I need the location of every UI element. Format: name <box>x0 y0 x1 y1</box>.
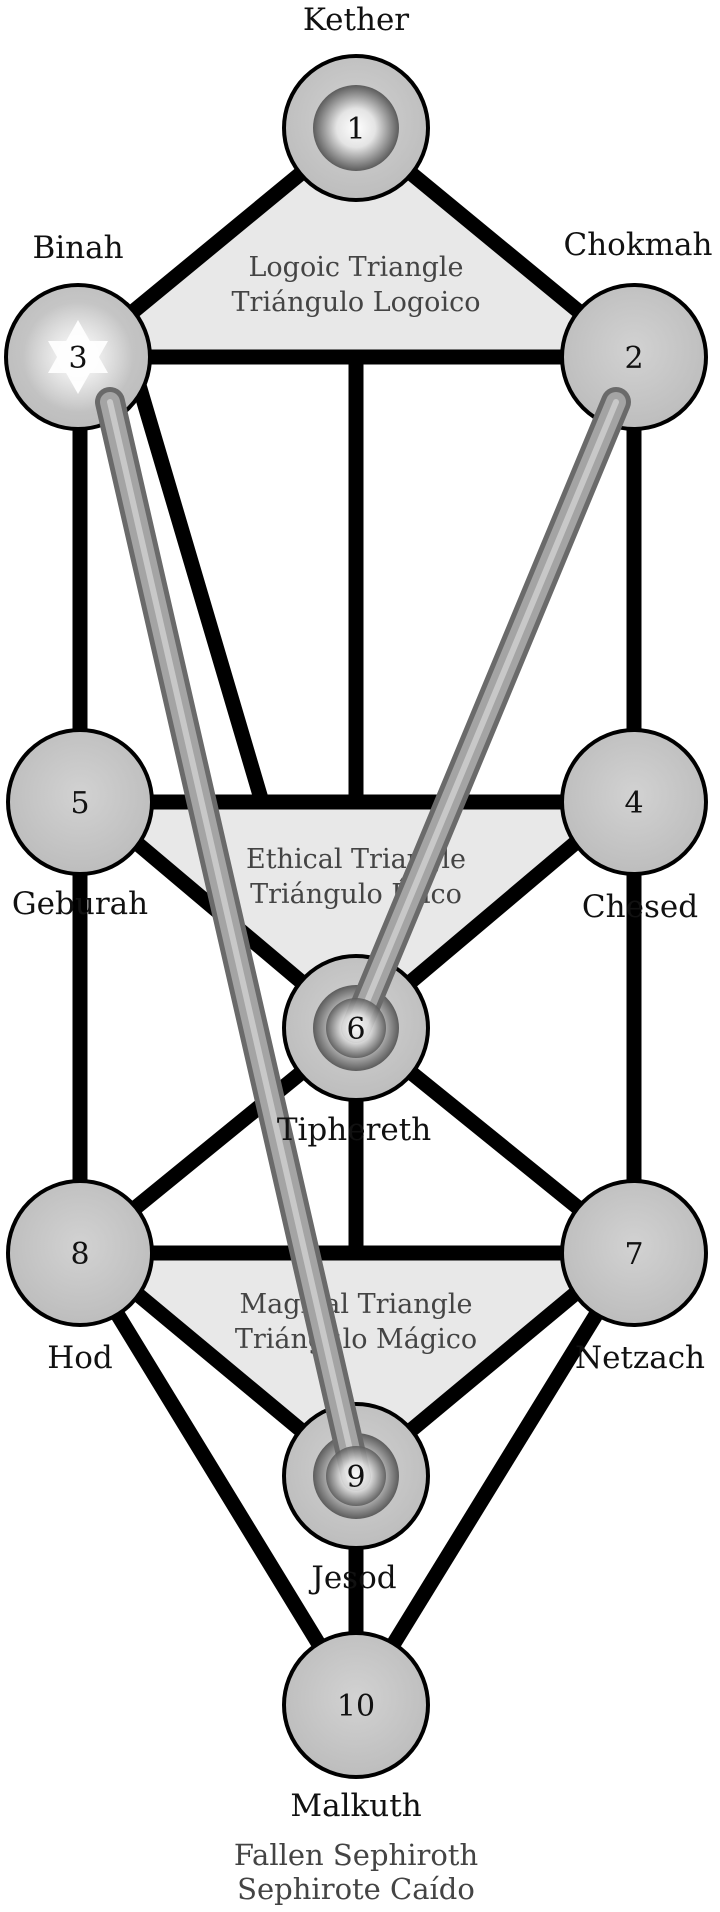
sphere-2 <box>560 283 708 431</box>
sphere-number-6: 6 <box>346 1012 365 1047</box>
label-kether: Kether <box>303 2 409 38</box>
label-netzach: Netzach <box>575 1340 705 1376</box>
footer-title-en: Fallen Sephiroth <box>234 1838 478 1872</box>
magical-triangle <box>80 1253 612 1476</box>
sphere-numbers: 1 2 3 4 5 6 7 8 9 10 <box>68 112 643 1724</box>
label-malkuth: Malkuth <box>290 1788 421 1824</box>
path-7-10 <box>349 1249 641 1709</box>
magical-triangle-label-es: Triángulo Mágico <box>235 1324 477 1355</box>
label-chokmah: Chokmah <box>564 227 713 263</box>
sphere-10 <box>282 1631 430 1779</box>
fallen-bar-3-9-shine <box>107 399 359 1479</box>
fallen-bar-2-6-shine <box>353 399 619 1031</box>
sphere-number-9: 9 <box>346 1460 365 1495</box>
sphere-number-3: 3 <box>68 341 87 376</box>
magical-triangle-label-en: Magical Triangle <box>239 1289 472 1320</box>
label-hod: Hod <box>47 1340 113 1376</box>
sphere-number-2: 2 <box>624 341 643 376</box>
logoic-triangle <box>67 128 634 357</box>
label-binah: Binah <box>32 230 123 266</box>
sephiroth-names: Kether Chokmah Binah Chesed Geburah Tiph… <box>12 2 713 1824</box>
sphere-8 <box>6 1179 154 1327</box>
fallen-sephiroth-bars <box>95 387 631 1491</box>
label-geburah: Geburah <box>12 886 148 922</box>
label-jesod: Jesod <box>308 1560 396 1596</box>
sphere-number-5: 5 <box>70 786 89 821</box>
sphere-9-hole-overlay <box>326 1446 386 1506</box>
sphere-4 <box>560 728 708 876</box>
sphere-6-hole-overlay <box>326 998 386 1058</box>
label-tiphereth: Tiphereth <box>277 1112 431 1148</box>
sphere-number-1: 1 <box>346 112 365 147</box>
logoic-triangle-label-en: Logoic Triangle <box>249 252 464 283</box>
sphere-number-10: 10 <box>337 1689 375 1724</box>
sphere-7 <box>560 1179 708 1327</box>
sphere-number-8: 8 <box>70 1237 89 1272</box>
path-8-10 <box>73 1249 363 1709</box>
path-3-6 <box>128 372 270 805</box>
footer-title-es: Sephirote Caído <box>237 1872 475 1906</box>
sphere-5 <box>6 728 154 876</box>
hexagram-icon <box>48 320 108 394</box>
logoic-triangle-label-es: Triángulo Logoico <box>232 287 481 318</box>
label-chesed: Chesed <box>582 889 698 925</box>
sphere-1-hole <box>313 85 399 171</box>
sphere-number-4: 4 <box>624 786 643 821</box>
sphere-number-7: 7 <box>624 1237 643 1272</box>
